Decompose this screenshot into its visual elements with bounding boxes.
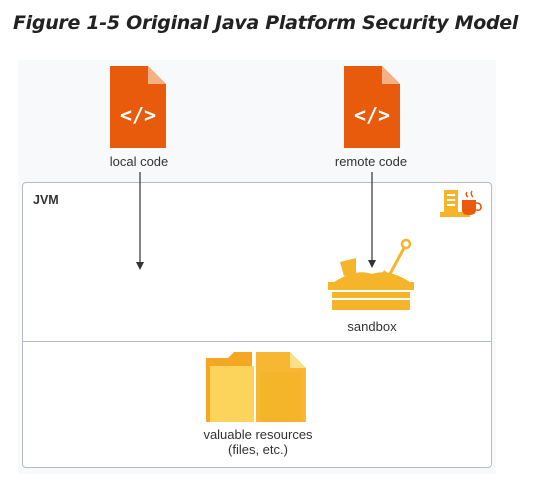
figure-caption: Figure 1-5 Original Java Platform Securi… bbox=[13, 12, 519, 34]
sandbox-label: sandbox bbox=[347, 319, 397, 334]
java-cup-icon bbox=[440, 190, 482, 217]
resources-label-line2: (files, etc.) bbox=[228, 442, 288, 457]
resources-label-line1: valuable resources bbox=[203, 427, 313, 442]
sandbox-icon bbox=[328, 238, 414, 310]
remote-code-label: remote code bbox=[334, 154, 408, 169]
code-glyph: </> bbox=[354, 103, 390, 127]
jvm-label: JVM bbox=[33, 193, 59, 207]
jvm-divider bbox=[23, 341, 491, 342]
code-glyph: </> bbox=[120, 103, 156, 127]
local-code-label: local code bbox=[109, 154, 169, 169]
remote-code-file-icon: </> bbox=[344, 66, 400, 148]
folders-icon bbox=[206, 352, 306, 422]
local-code-file-icon: </> bbox=[110, 66, 166, 148]
resources-label: valuable resources (files, etc.) bbox=[170, 427, 346, 457]
